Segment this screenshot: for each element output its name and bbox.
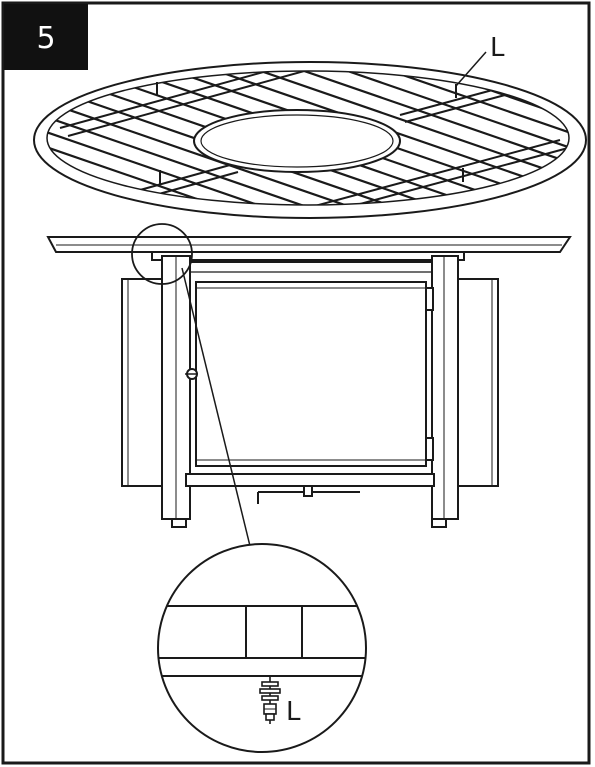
right-leg xyxy=(431,255,459,520)
callout-detail-label: L xyxy=(286,697,301,727)
bolt-assembly xyxy=(259,676,281,724)
callout-top: L xyxy=(455,33,505,87)
cabinet-door xyxy=(195,281,427,467)
detail-highlight-circle xyxy=(131,223,193,285)
callout-top-label: L xyxy=(490,33,505,63)
grate-pegs xyxy=(156,82,464,184)
grate-support-bars xyxy=(59,71,569,205)
grate-center-opening-inner xyxy=(200,114,394,168)
fire-table-body xyxy=(46,236,572,528)
callout-top-leader xyxy=(455,51,487,87)
detail-zoom: L xyxy=(157,543,367,753)
detail-zoom-circle xyxy=(157,543,367,753)
step-badge: 5 xyxy=(4,4,88,70)
right-side-panel xyxy=(455,278,499,487)
detail-leader-line xyxy=(181,267,251,547)
step-number: 5 xyxy=(36,21,55,56)
grate-outer-rim xyxy=(33,61,587,219)
